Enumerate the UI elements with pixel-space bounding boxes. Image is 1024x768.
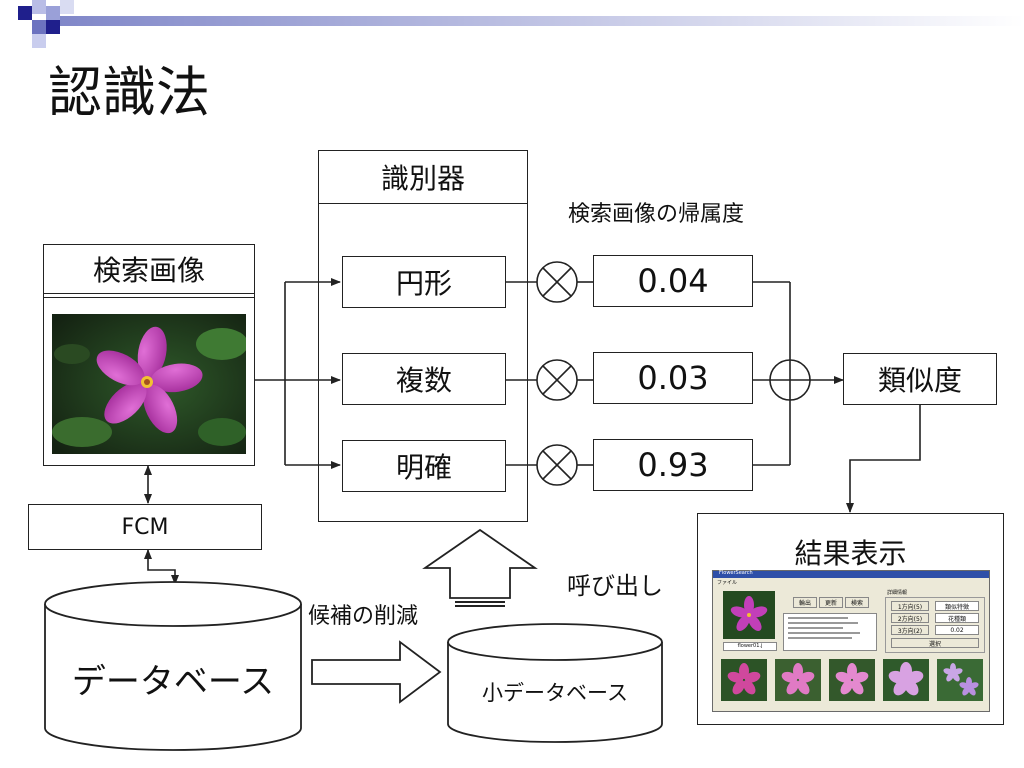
result-query-thumbnail [723,591,775,639]
classifier-item: 円形 [342,256,506,308]
update-button[interactable]: 更新 [819,597,843,608]
fcm-box: FCM [28,504,262,550]
page-title: 認識法 [48,61,210,124]
database-label: データベース [71,661,275,702]
call-arrow-icon [422,528,538,599]
similarity-box: 類似度 [843,353,997,405]
result-thumbnail-flower-icon [775,659,821,701]
result-window-titlebar [713,571,989,578]
result-thumbnail-flower-icon [829,659,875,701]
title-bar-gradient [50,16,1024,26]
info-value: 類似特徴 [935,601,979,611]
classifier-label: 識別器 [319,151,527,204]
info-button[interactable]: 1方向(5) [891,601,929,611]
query-image-box: 検索画像 [43,244,255,466]
membership-value: 0.04 [593,255,753,307]
flower-photo-icon [52,314,246,454]
result-filename: flower01.j [723,642,777,651]
sum-icon [769,359,811,401]
membership-value: 0.03 [593,352,753,404]
small-database-cylinder [447,623,663,743]
classifier-block: 識別器 [318,150,528,522]
reduction-label: 候補の削減 [308,604,419,629]
result-text-area [783,613,877,651]
corner-decoration [18,0,1024,48]
result-window-title: FlowerSearch [719,570,753,576]
export-button[interactable]: 輪出 [793,597,817,608]
query-image-label: 検索画像 [44,245,254,294]
result-window-menu: ファイル [717,580,738,586]
call-label: 呼び出し [567,572,663,600]
select-button[interactable]: 選択 [891,638,979,648]
result-info-panel [885,597,985,653]
multiply-icons [536,261,578,486]
result-thumbnail-flower-icon [721,659,767,701]
result-panel: 結果表示 FlowerSearch ファイル flower01.j 輪出 更新 … [697,513,1004,725]
info-button[interactable]: 2方向(5) [891,613,929,623]
result-thumbnail-flower-icon [883,659,929,701]
small-database-label: 小データベース [482,681,628,705]
result-window: FlowerSearch ファイル flower01.j 輪出 更新 検索 [712,570,990,712]
membership-value: 0.93 [593,439,753,491]
info-value: 花種類 [935,613,979,623]
info-value: 0.02 [935,625,979,635]
result-thumbnails [721,659,983,701]
result-thumbnail-flower-icon [937,659,983,701]
reduce-arrow-icon [311,640,442,704]
classifier-item: 明確 [342,440,506,492]
database-cylinder [44,581,302,751]
classifier-item: 複数 [342,353,506,405]
membership-label: 検索画像の帰属度 [568,202,745,227]
result-label: 結果表示 [794,537,907,570]
result-info-heading: 詳細情報 [887,590,908,596]
search-button[interactable]: 検索 [845,597,869,608]
info-button[interactable]: 3方向(2) [891,625,929,635]
